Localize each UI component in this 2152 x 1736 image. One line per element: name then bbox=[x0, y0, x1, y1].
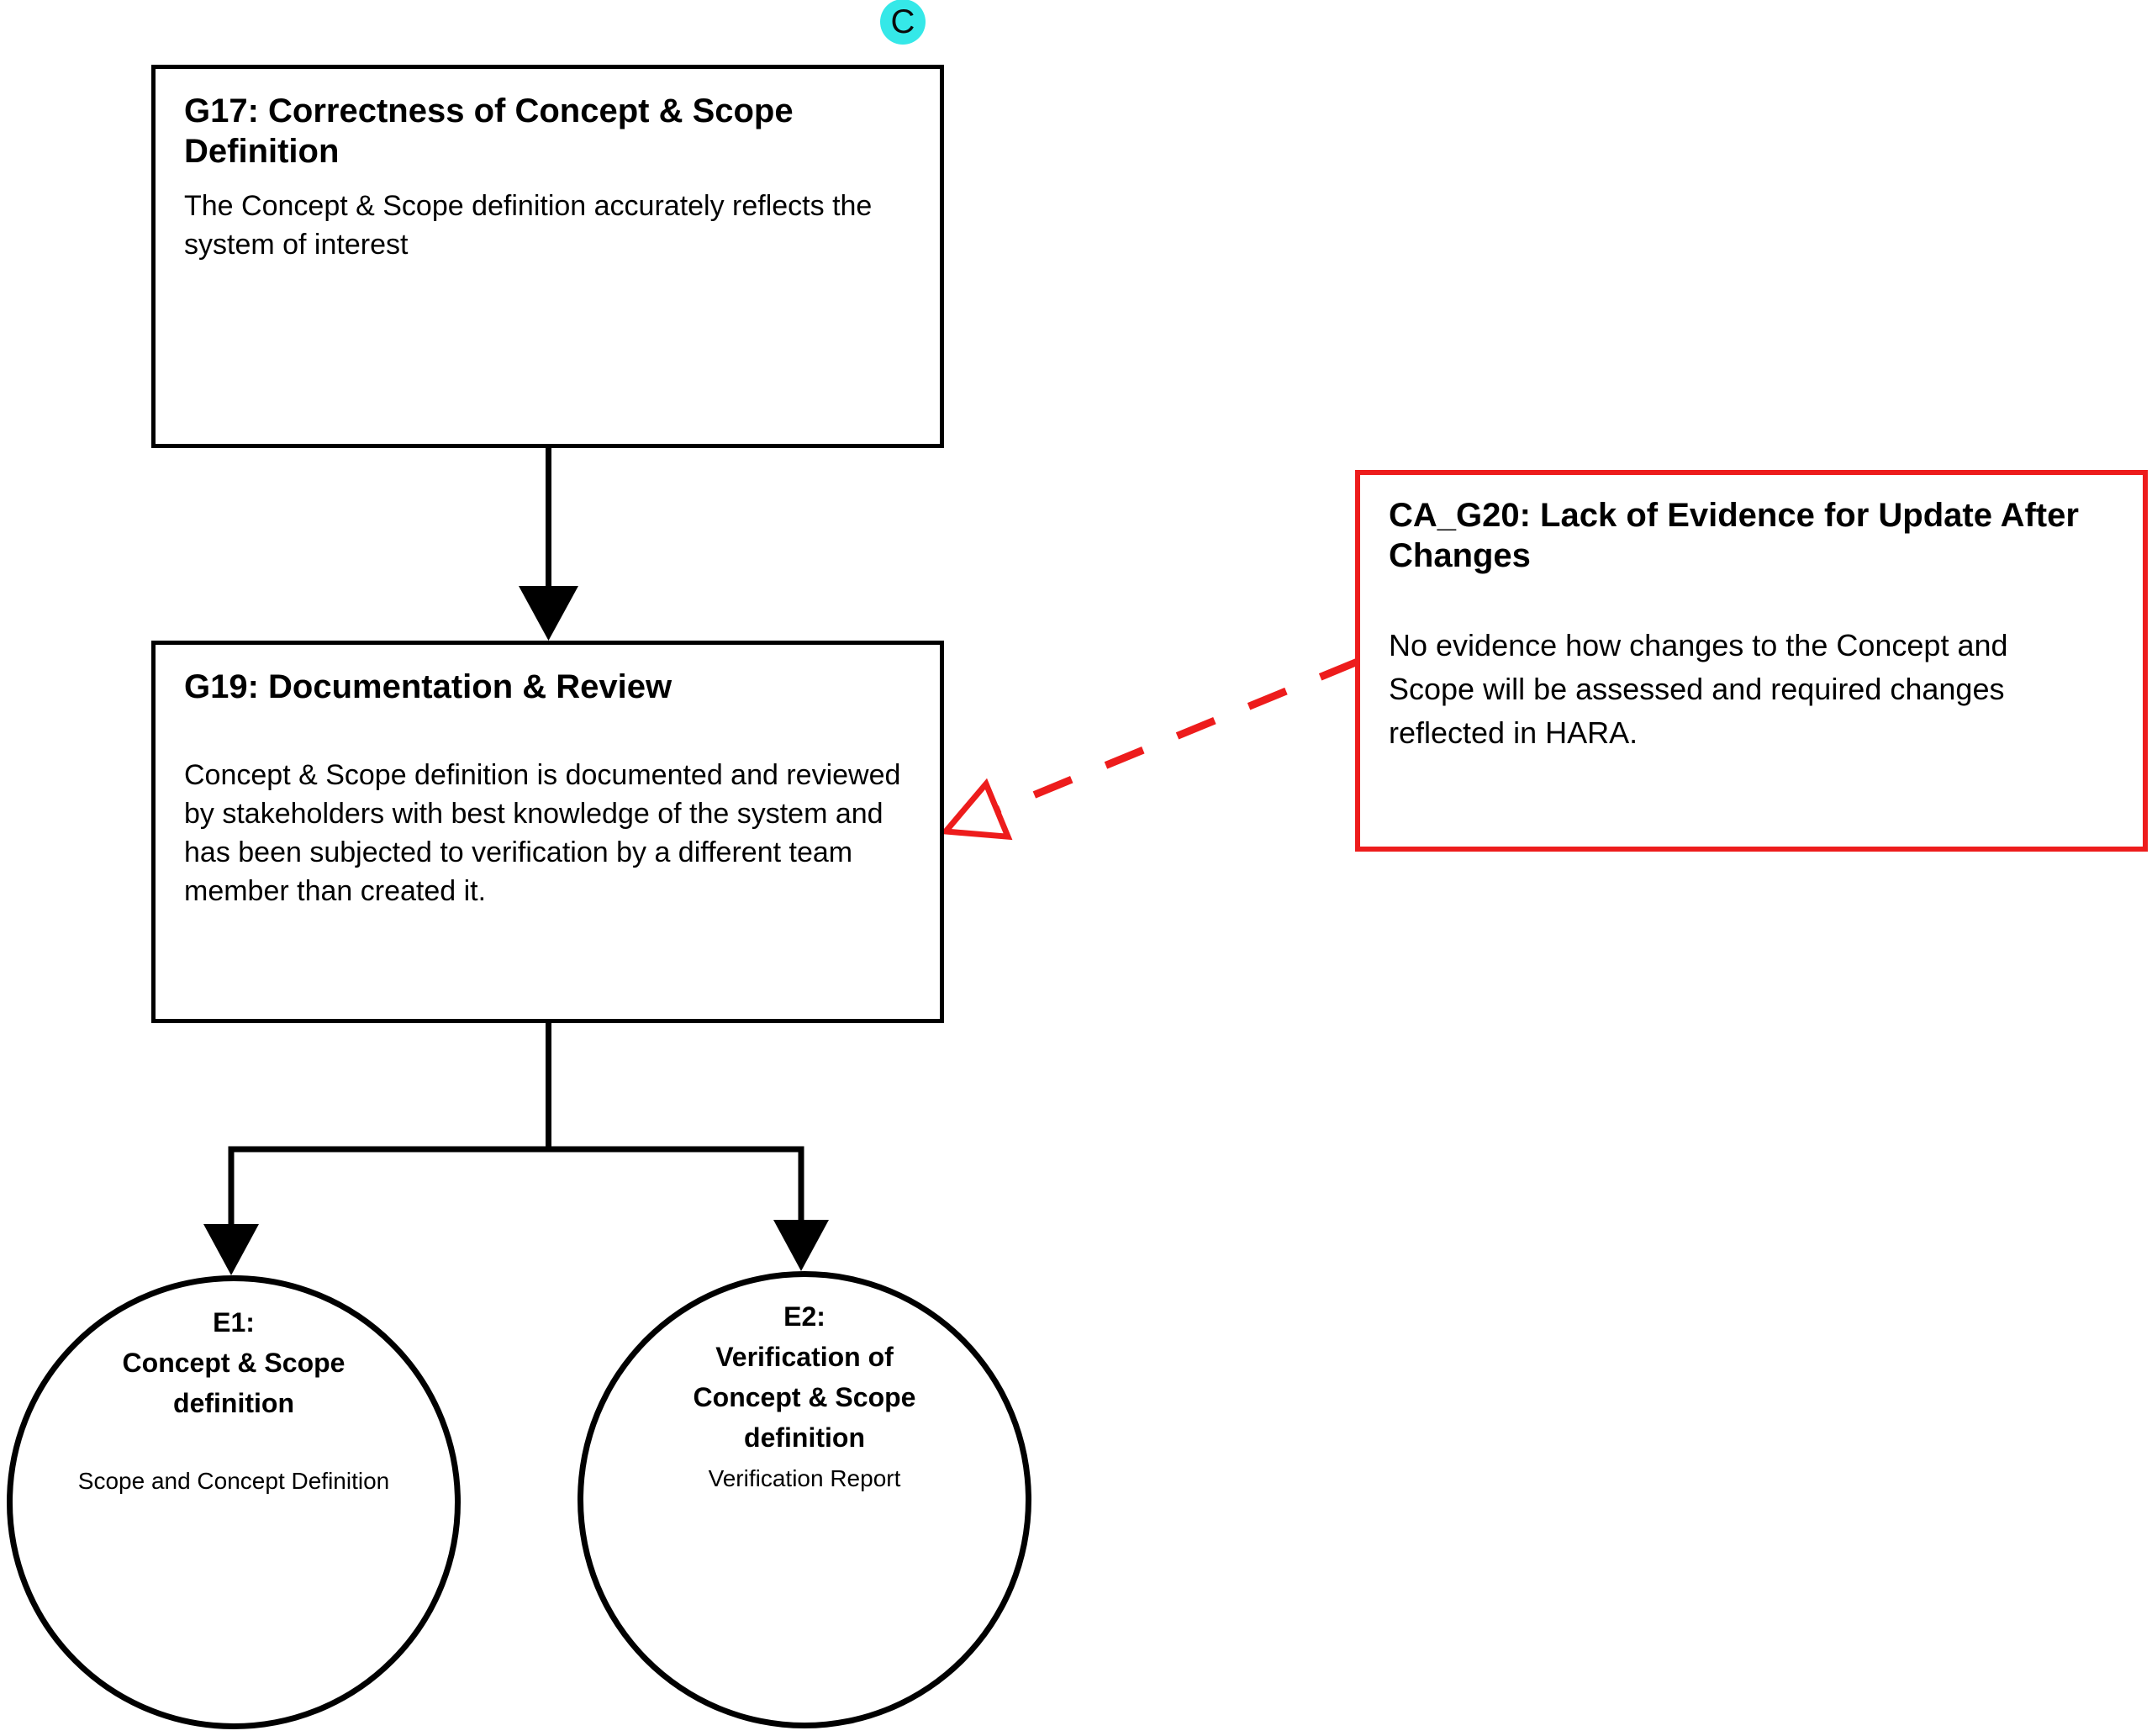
branch-g19-to-evidence bbox=[203, 1023, 829, 1275]
challenge-ca-g20-node: CA_G20: Lack of Evidence for Update Afte… bbox=[1355, 470, 2148, 852]
arrow-ca-g20-to-g19 bbox=[939, 657, 1359, 841]
evidence-e2-title: E2: Verification of Concept & Scope defi… bbox=[693, 1301, 916, 1453]
evidence-e1-body: Scope and Concept Definition bbox=[77, 1468, 390, 1494]
goal-g19-title: G19: Documentation & Review bbox=[184, 668, 672, 705]
challenge-ca-g20-body: No evidence how changes to the Concept a… bbox=[1389, 628, 2008, 750]
arrow-ca-g20-to-g19-open-head-icon bbox=[939, 778, 1013, 841]
arrow-g17-to-g19-head-icon bbox=[519, 586, 578, 641]
goal-g19-body: Concept & Scope definition is documented… bbox=[184, 759, 901, 907]
context-badge: C bbox=[880, 0, 926, 45]
context-badge-label: C bbox=[890, 3, 915, 40]
evidence-e1-title: E1: Concept & Scope definition bbox=[122, 1307, 345, 1418]
goal-g17-node: G17: Correctness of Concept & Scope Defi… bbox=[151, 65, 944, 448]
arrow-ca-g20-to-g19-dashed-shaft bbox=[995, 657, 1359, 814]
evidence-e2-body: Verification Report bbox=[708, 1465, 901, 1491]
goal-g17-title: G17: Correctness of Concept & Scope Defi… bbox=[184, 92, 794, 170]
challenge-ca-g20-title: CA_G20: Lack of Evidence for Update Afte… bbox=[1389, 497, 2079, 574]
arrow-g17-to-g19 bbox=[519, 448, 578, 641]
evidence-e2-node: E2: Verification of Concept & Scope defi… bbox=[578, 1271, 1031, 1728]
goal-g19-node: G19: Documentation & Review Concept & Sc… bbox=[151, 641, 944, 1023]
goal-g17-body: The Concept & Scope definition accuratel… bbox=[184, 190, 873, 261]
arrow-g19-to-e1-head-icon bbox=[203, 1224, 259, 1275]
evidence-e1-node: E1: Concept & Scope definition Scope and… bbox=[7, 1275, 461, 1729]
arrow-g19-to-e2-head-icon bbox=[773, 1220, 829, 1271]
